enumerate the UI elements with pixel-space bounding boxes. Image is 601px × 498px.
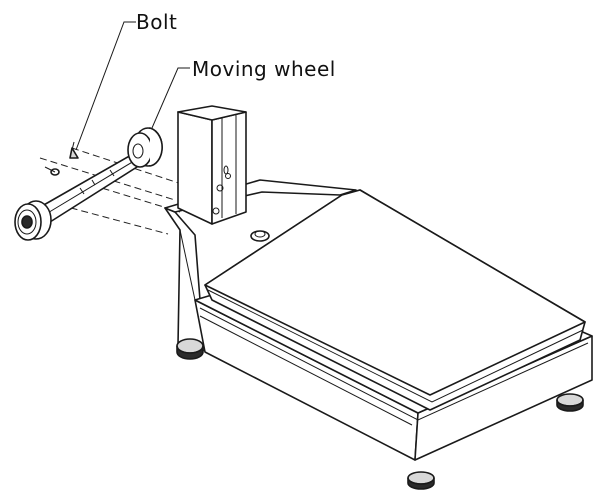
wheel-axle-assembly <box>14 127 163 241</box>
moving-wheel-leader-line <box>151 67 190 129</box>
weighing-pan <box>204 189 586 411</box>
bolt-leader-line <box>75 21 136 151</box>
bolt-label: Bolt <box>136 10 178 34</box>
level-knob <box>250 230 270 242</box>
scale-feet <box>176 338 584 490</box>
bolt-parts <box>44 141 79 176</box>
display-pole <box>177 105 247 225</box>
moving-wheel-label: Moving wheel <box>192 57 336 81</box>
